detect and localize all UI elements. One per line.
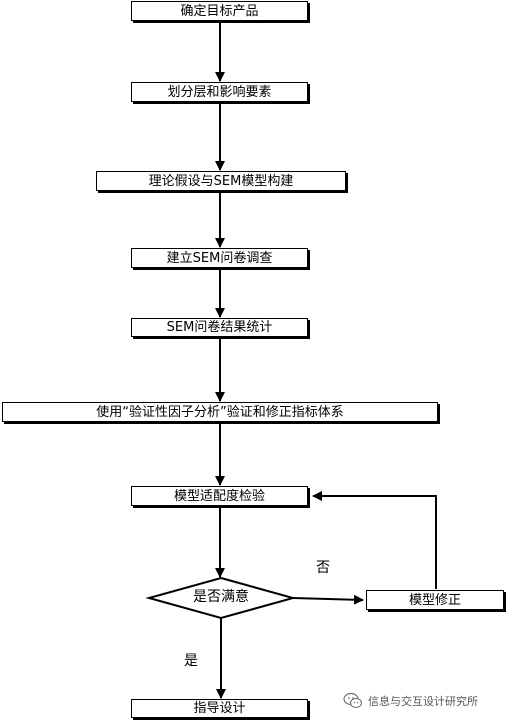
step-divide-layers: 划分层和影响要素	[131, 82, 308, 102]
step-sem-survey: 建立SEM问卷调查	[131, 248, 308, 268]
step-confirm-product: 确定目标产品	[131, 1, 308, 21]
watermark-text: 信息与交互设计研究所	[368, 695, 478, 708]
step-label: SEM问卷结果统计	[166, 320, 273, 335]
yes-branch-label: 是	[184, 653, 198, 669]
step-label: 确定目标产品	[180, 3, 259, 19]
step-sem-statistics: SEM问卷结果统计	[131, 318, 308, 337]
step-guide-design: 指导设计	[131, 699, 308, 718]
step-label: 模型修正	[408, 592, 461, 608]
step-cfa-validation: 使用“验证性因子分析”验证和修正指标体系	[2, 402, 438, 422]
step-label: 模型适配度检验	[173, 488, 265, 504]
step-label: 使用“验证性因子分析”验证和修正指标体系	[96, 404, 344, 420]
step-model-fit-test: 模型适配度检验	[131, 486, 308, 506]
step-label: 指导设计	[193, 701, 246, 716]
step-model-revise: 模型修正	[366, 590, 504, 610]
no-branch-label: 否	[316, 560, 330, 576]
arrow-revise-back-to-step7	[312, 491, 437, 589]
step-label: 建立SEM问卷调查	[166, 250, 273, 266]
step-sem-model-build: 理论假设与SEM模型构建	[96, 171, 346, 191]
arrow-decision-no-to-revise	[292, 594, 364, 605]
step-label: 理论假设与SEM模型构建	[148, 173, 294, 189]
step-label: 划分层和影响要素	[167, 84, 272, 100]
watermark: 信息与交互设计研究所	[343, 690, 478, 712]
wechat-icon	[343, 692, 363, 709]
decision-label: 是否满意	[193, 589, 249, 605]
